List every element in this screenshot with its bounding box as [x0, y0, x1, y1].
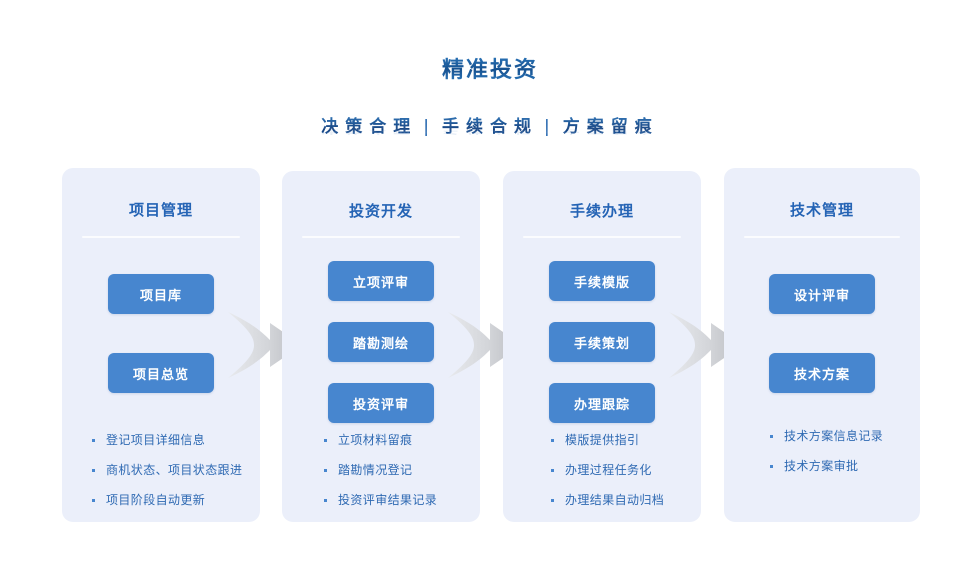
subtitle-separator-2: |: [544, 117, 557, 137]
list-item: 踏勘情况登记: [324, 460, 470, 480]
list-item-label: 商机状态、项目状态跟进: [106, 463, 243, 477]
subtitle-part-1: 决策合理: [321, 117, 418, 137]
list-item-label: 踏勘情况登记: [338, 463, 413, 477]
button-investment-review[interactable]: 投资评审: [328, 383, 434, 423]
list-item: 办理结果自动归档: [551, 490, 691, 510]
list-item-label: 立项材料留痕: [338, 433, 413, 447]
bullet-dot-icon: [551, 439, 554, 442]
list-item: 投资评审结果记录: [324, 490, 470, 510]
bullet-dot-icon: [92, 469, 95, 472]
button-project-overview[interactable]: 项目总览: [108, 353, 214, 393]
button-project-library[interactable]: 项目库: [108, 274, 214, 314]
bullet-list: 立项材料留痕 踏勘情况登记 投资评审结果记录: [282, 430, 480, 520]
list-item-label: 办理结果自动归档: [565, 493, 665, 507]
button-procedure-planning[interactable]: 手续策划: [549, 322, 655, 362]
bullet-dot-icon: [770, 435, 773, 438]
bullet-dot-icon: [770, 465, 773, 468]
list-item-label: 项目阶段自动更新: [106, 493, 206, 507]
bullet-list: 模版提供指引 办理过程任务化 办理结果自动归档: [503, 430, 701, 520]
list-item: 技术方案信息记录: [770, 426, 910, 446]
button-project-initiation-review[interactable]: 立项评审: [328, 261, 434, 301]
list-item-label: 办理过程任务化: [565, 463, 652, 477]
panel-heading: 技术管理: [789, 201, 854, 219]
list-item: 商机状态、项目状态跟进: [92, 460, 248, 480]
button-site-survey-mapping[interactable]: 踏勘测绘: [328, 322, 434, 362]
list-item-label: 技术方案审批: [784, 459, 859, 473]
list-item: 立项材料留痕: [324, 430, 470, 450]
panel-divider: [523, 236, 681, 238]
bullet-dot-icon: [92, 499, 95, 502]
button-handling-tracking[interactable]: 办理跟踪: [549, 383, 655, 423]
list-item-label: 投资评审结果记录: [338, 493, 438, 507]
bullet-dot-icon: [324, 469, 327, 472]
panel-heading: 投资开发: [348, 202, 413, 220]
page-title: 精准投资: [0, 52, 980, 84]
panel-divider: [82, 236, 240, 238]
button-technical-plan[interactable]: 技术方案: [769, 353, 875, 393]
subtitle-block: 决策合理|手续合规|方案留痕 决策合理|手续合规|方案留痕: [0, 112, 980, 158]
button-design-review[interactable]: 设计评审: [769, 274, 875, 314]
bullet-dot-icon: [551, 499, 554, 502]
list-item: 技术方案审批: [770, 456, 910, 476]
subtitle-part-2: 手续合规: [442, 117, 538, 137]
panel-procedure-handling: 手续办理 手续模版 手续策划 办理跟踪 模版提供指引 办理过程任务化 办理结果自…: [503, 171, 701, 522]
subtitle-part-3: 方案留痕: [562, 117, 659, 137]
panel-project-management: 项目管理 项目库 项目总览 登记项目详细信息 商机状态、项目状态跟进 项目阶段自…: [62, 168, 260, 522]
panel-investment-development: 投资开发 立项评审 踏勘测绘 投资评审 立项材料留痕 踏勘情况登记 投资评审结果…: [282, 171, 480, 522]
panel-technical-management: 技术管理 设计评审 技术方案 技术方案信息记录 技术方案审批: [724, 168, 920, 522]
list-item-label: 登记项目详细信息: [106, 433, 206, 447]
list-item: 模版提供指引: [551, 430, 691, 450]
bullet-dot-icon: [92, 439, 95, 442]
list-item: 项目阶段自动更新: [92, 490, 248, 510]
bullet-list: 登记项目详细信息 商机状态、项目状态跟进 项目阶段自动更新: [62, 430, 260, 520]
subtitle: 决策合理|手续合规|方案留痕: [321, 112, 658, 137]
panel-divider: [302, 236, 460, 238]
bullet-dot-icon: [324, 499, 327, 502]
list-item-label: 技术方案信息记录: [784, 429, 884, 443]
list-item: 办理过程任务化: [551, 460, 691, 480]
button-procedure-template[interactable]: 手续模版: [549, 261, 655, 301]
subtitle-separator-1: |: [423, 117, 436, 137]
panel-divider: [744, 236, 900, 238]
bullet-list: 技术方案信息记录 技术方案审批: [724, 426, 920, 486]
bullet-dot-icon: [551, 469, 554, 472]
list-item-label: 模版提供指引: [565, 433, 640, 447]
panel-heading: 项目管理: [128, 201, 193, 219]
panel-heading: 手续办理: [569, 202, 634, 220]
bullet-dot-icon: [324, 439, 327, 442]
list-item: 登记项目详细信息: [92, 430, 248, 450]
